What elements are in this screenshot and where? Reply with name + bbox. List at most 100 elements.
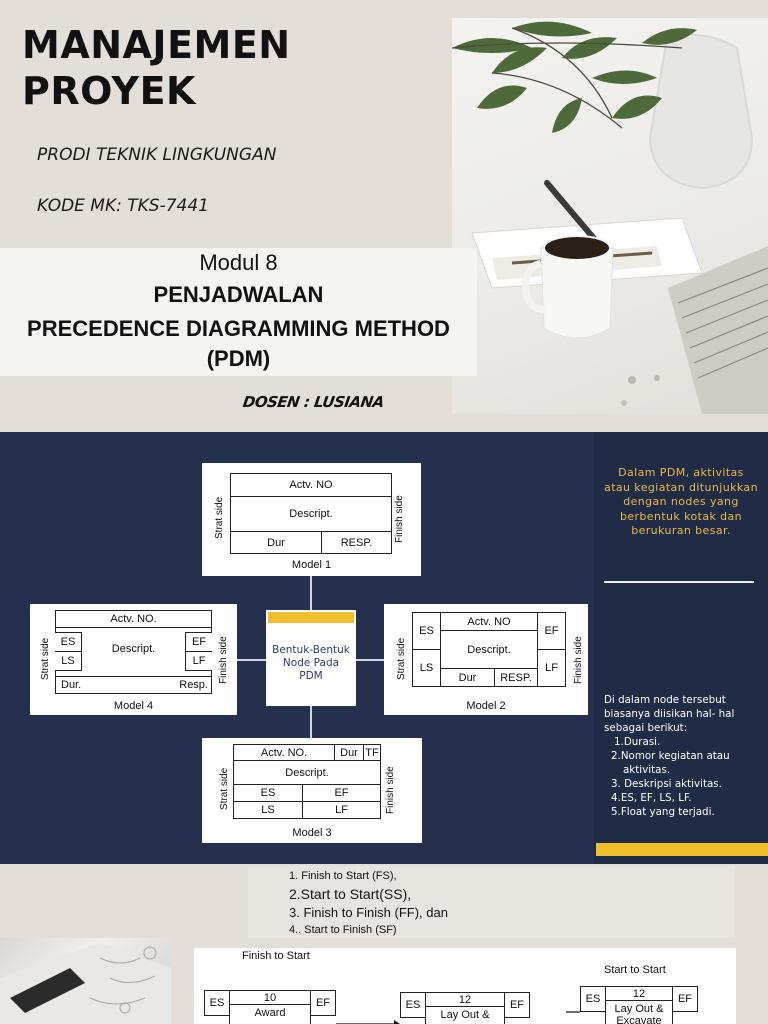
kode-mk-text: KODE MK: TKS-7441 <box>37 196 209 216</box>
m4-actv-no: Actv. NO. <box>55 610 212 628</box>
list-item: 5.Float yang terjadi. <box>611 806 715 818</box>
m3-ef: EF <box>302 784 381 802</box>
module-title-box <box>0 248 477 376</box>
relationship-diagram: Finish to Start Start to Start ES 10 Awa… <box>194 948 736 1024</box>
connector-right <box>356 659 384 661</box>
desk-photo <box>0 938 171 1024</box>
center-title-text: Bentuk-Bentuk Node Pada PDM <box>266 644 356 683</box>
dependency-item-sf: 4.. Start to Finish (SF) <box>289 924 397 936</box>
n3-desc-line-2: Excavate <box>616 1015 662 1024</box>
m4-resp: Resp. <box>179 679 208 691</box>
model-3-card: Actv. NO. Dur TF Descript. ES EF LS LF S… <box>202 738 422 843</box>
connector-top <box>310 576 312 612</box>
page-title: MANAJEMEN PROYEK <box>22 22 291 114</box>
lecturer-name: DOSEN : LUSIANA <box>241 393 386 411</box>
m1-actv-no: Actv. NO <box>230 473 392 497</box>
center-title-card <box>266 610 356 706</box>
heading-pdm-abbrev: (PDM) <box>206 346 271 371</box>
coffee-photo-illustration <box>452 21 768 414</box>
m3-lf: LF <box>302 801 381 819</box>
m1-resp: RESP. <box>321 531 392 554</box>
n1-es: ES <box>204 990 230 1016</box>
heading-pdm-full: PRECEDENCE DIAGRAMMING METHOD <box>27 316 450 341</box>
m2-finish-side: Finish side <box>573 636 584 684</box>
node-content-text: Di dalam node tersebut biasanya diisikan… <box>604 693 760 819</box>
m2-es: ES <box>412 612 441 650</box>
m4-footer: Dur. Resp. <box>55 676 212 694</box>
desk-photo-illustration <box>0 943 171 1024</box>
slide-title: MANAJEMEN PROYEK PRODI TEKNIK LINGKUNGAN… <box>0 0 768 432</box>
m3-tf: TF <box>363 744 381 761</box>
m2-dur: Dur <box>440 668 495 687</box>
dependency-item-ff: 3. Finish to Finish (FF), dan <box>289 905 448 920</box>
ss-label: Start to Start <box>604 964 666 976</box>
model-1-card: Actv. NO Descript. Dur RESP. Strat side … <box>202 463 421 576</box>
m4-finish-side: Finish side <box>218 636 229 684</box>
model-4-card: Actv. NO. ES LS EF LF Descript. Dur. Res… <box>30 604 237 715</box>
m3-strat-side: Strat side <box>219 767 230 810</box>
coffee-photo <box>452 18 768 414</box>
n1-ef: EF <box>310 990 336 1016</box>
n2-ef: EF <box>504 992 530 1018</box>
dependency-item-ss: 2.Start to Start(SS), <box>289 886 412 902</box>
title-line-1: MANAJEMEN <box>22 23 291 67</box>
connector-bottom <box>310 706 312 738</box>
m3-dur: Dur <box>334 744 364 761</box>
dependency-item-fs: 1. Finish to Start (FS), <box>289 870 397 882</box>
slide-dependency-types: 1. Finish to Start (FS), 2.Start to Star… <box>0 864 768 1024</box>
n1-desc: Award <box>229 1004 311 1024</box>
m2-caption: Model 2 <box>466 700 506 712</box>
m2-lf: LF <box>537 649 566 687</box>
fs-arrow-head <box>394 1020 400 1024</box>
connector-left <box>237 659 267 661</box>
m3-descript: Descript. <box>233 760 381 785</box>
m4-descript: Descript. <box>111 643 156 655</box>
m2-actv-no: Actv. NO <box>440 612 538 631</box>
m4-es: ES <box>55 632 82 652</box>
list-item: 1.Durasi. <box>614 736 661 748</box>
m2-descript: Descript. <box>440 630 538 669</box>
m2-resp: RESP. <box>494 668 538 687</box>
info-panel <box>594 432 768 864</box>
m4-dur: Dur. <box>61 679 82 691</box>
m3-actv-no: Actv. NO. <box>233 744 335 761</box>
n3-desc-line-1: Lay Out & <box>614 1003 664 1015</box>
node-content-intro: Di dalam node tersebut biasanya diisikan… <box>604 694 735 734</box>
m3-caption: Model 3 <box>292 827 332 839</box>
list-item: 4.ES, EF, LS, LF. <box>611 792 692 804</box>
n3-es: ES <box>580 986 606 1012</box>
panel-divider <box>604 581 754 583</box>
m4-ls: LS <box>55 651 82 671</box>
list-item: 3. Deskripsi aktivitas. <box>611 778 722 790</box>
n2-es: ES <box>400 992 426 1018</box>
m1-strat-side: Strat side <box>214 496 225 539</box>
m3-ls: LS <box>233 801 303 819</box>
n3-desc: Lay Out & Excavate <box>605 1000 673 1024</box>
prodi-text: PRODI TEKNIK LINGKUNGAN <box>37 145 277 165</box>
m4-ef: EF <box>185 632 212 652</box>
m4-strat-side: Strat side <box>40 637 51 680</box>
m3-es: ES <box>233 784 303 802</box>
node-content-list: 1.Durasi. 2.Nomor kegiatan atau aktivita… <box>604 735 760 819</box>
pdm-intro-text: Dalam PDM, aktivitas atau kegiatan ditun… <box>604 466 758 537</box>
m1-finish-side: Finish side <box>394 495 405 543</box>
m4-lf: LF <box>185 651 212 671</box>
m1-caption: Model 1 <box>291 559 332 571</box>
list-item: aktivitas. <box>623 764 671 776</box>
m2-strat-side: Strat side <box>396 637 407 680</box>
m3-finish-side: Finish side <box>385 766 396 814</box>
center-line-1: Bentuk-Bentuk <box>272 644 350 656</box>
dependency-list-box <box>248 866 735 938</box>
center-accent-bar <box>268 612 354 623</box>
m1-descript: Descript. <box>230 496 392 532</box>
heading-penjadwalan: PENJADWALAN <box>153 282 324 307</box>
title-line-2: PROYEK <box>22 69 196 113</box>
m1-dur: Dur <box>230 531 322 554</box>
m2-ef: EF <box>537 612 566 650</box>
center-line-3: PDM <box>299 670 323 682</box>
m4-caption: Model 4 <box>113 700 154 712</box>
m2-ls: LS <box>412 649 441 687</box>
module-number: Modul 8 <box>199 250 278 275</box>
dependency-arrows <box>336 1011 580 1024</box>
panel-accent-bar <box>596 843 768 856</box>
